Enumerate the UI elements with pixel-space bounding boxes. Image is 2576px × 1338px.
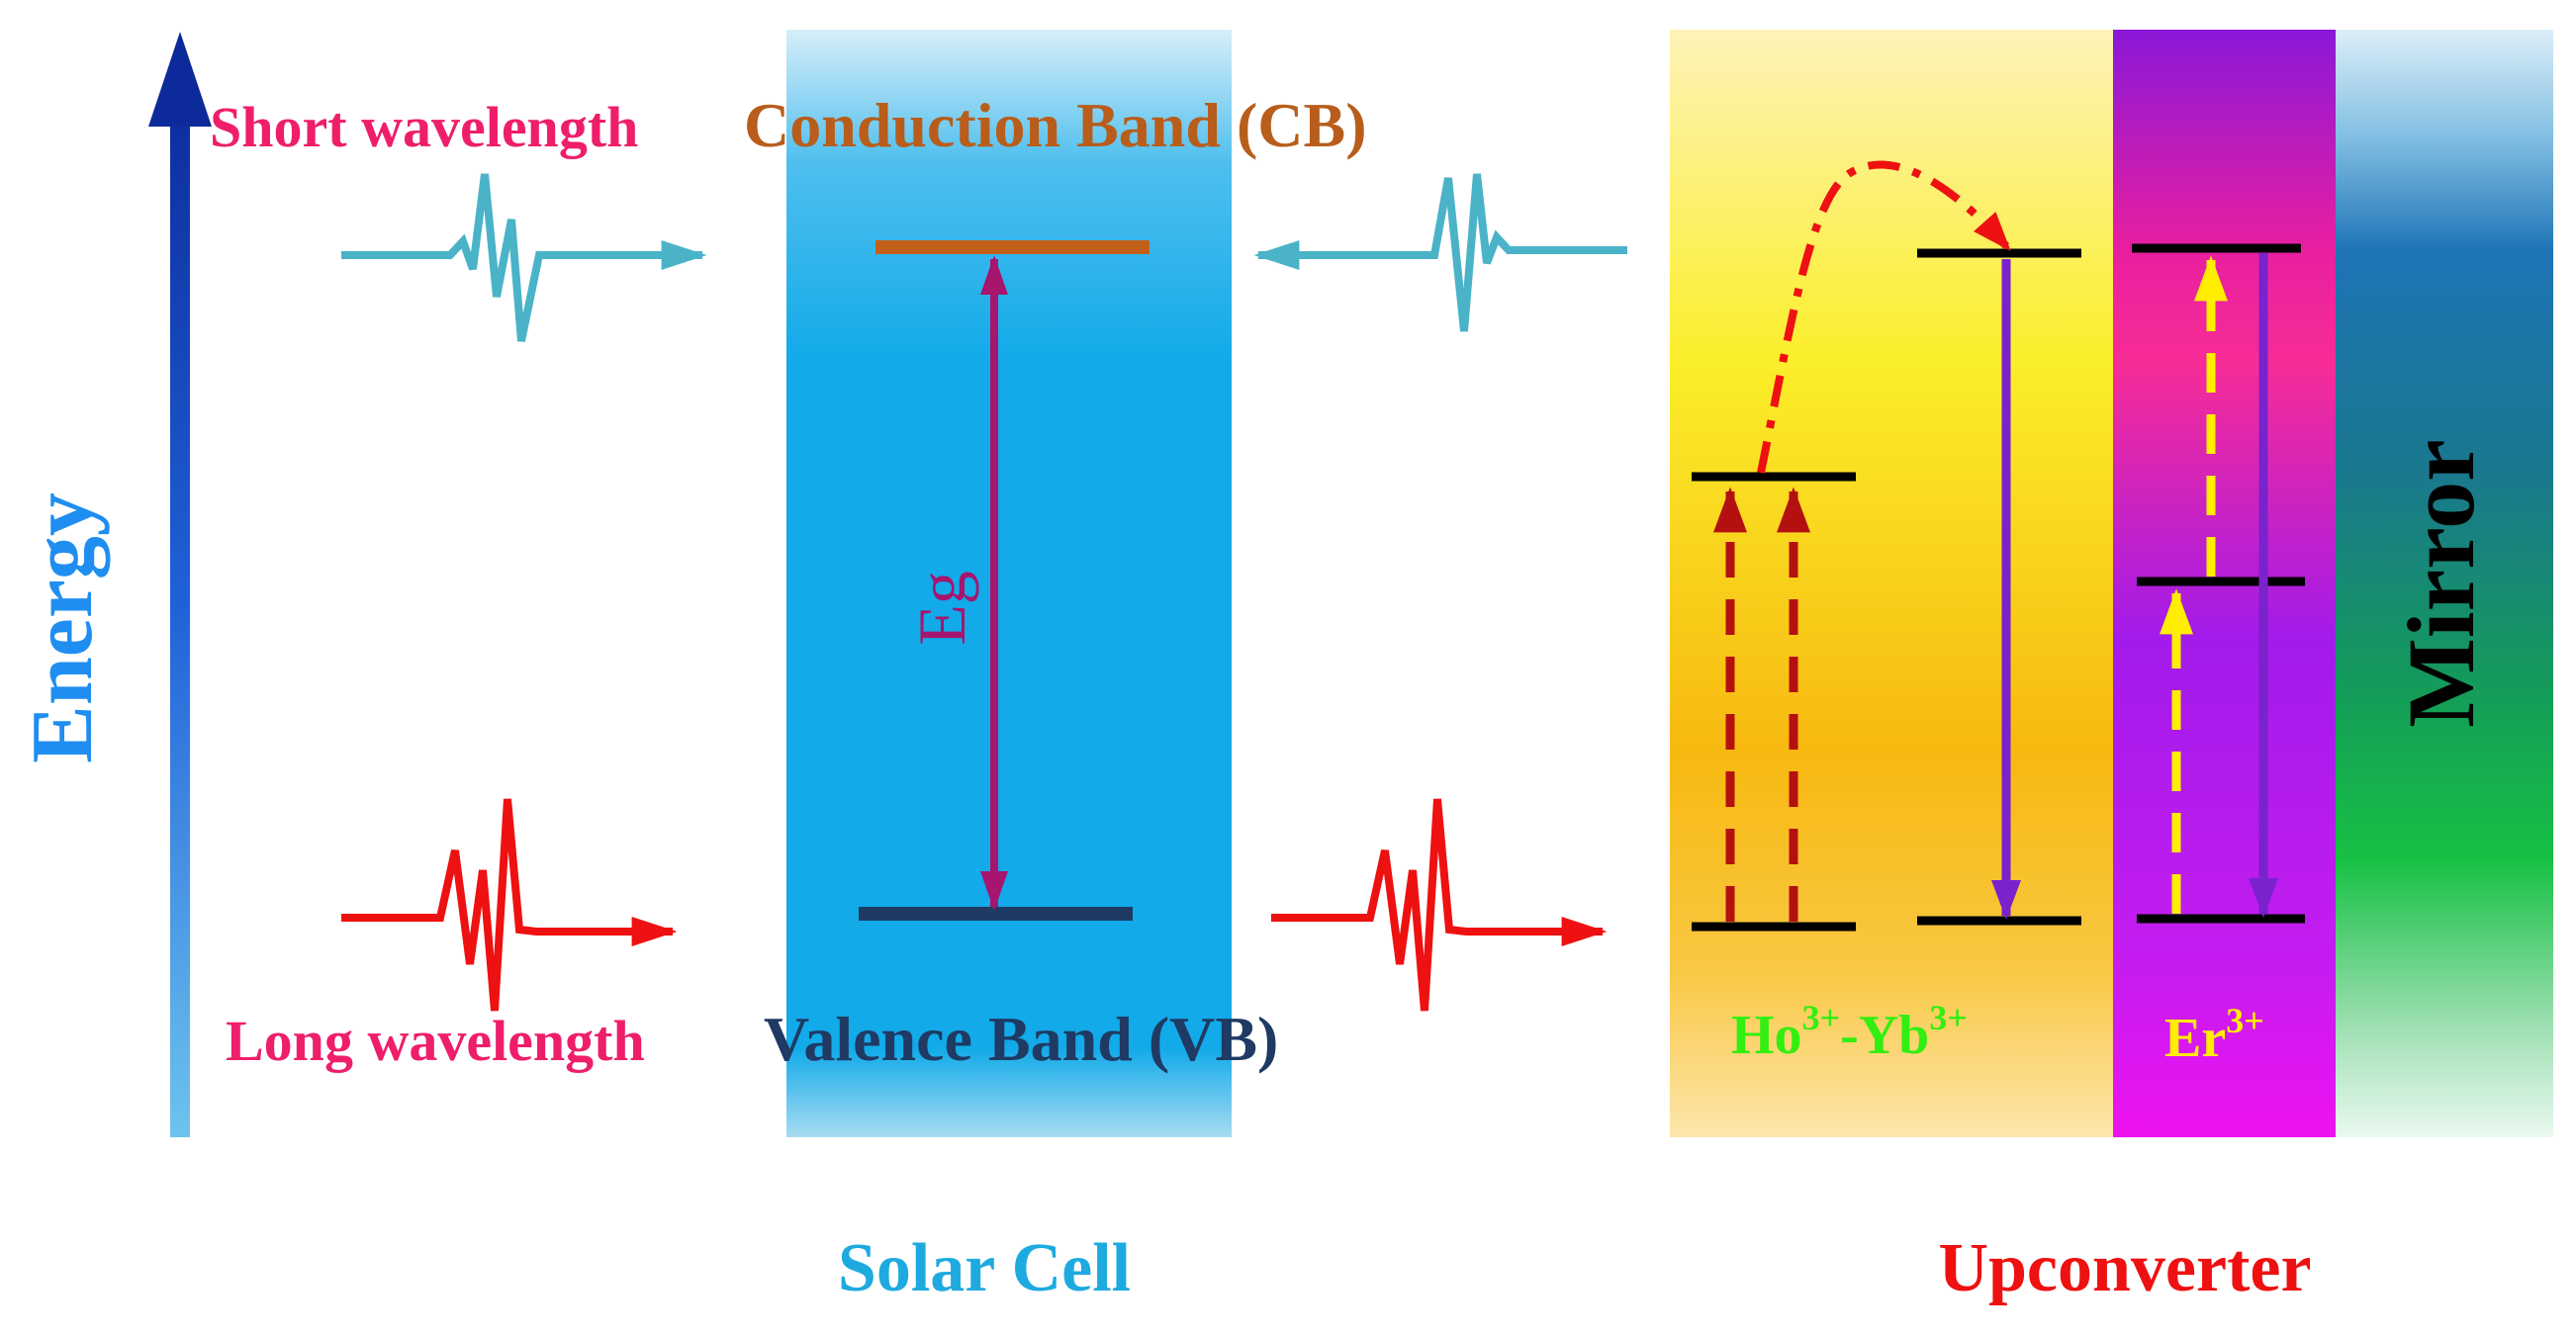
mirror-layer — [2336, 30, 2553, 1137]
short-wavelength-label: Short wavelength — [210, 95, 638, 159]
long-wavelength-label: Long wavelength — [226, 1009, 645, 1073]
conduction-band-label: Conduction Band (CB) — [744, 90, 1367, 160]
energy-axis-arrowhead — [148, 32, 212, 127]
eg-label: Eg — [904, 571, 979, 646]
upconverter-label: Upconverter — [1938, 1230, 2311, 1306]
ho-yb-label: Ho3+-Yb3+ — [1731, 998, 1968, 1066]
er-label: Er3+ — [2164, 1001, 2264, 1069]
solar-cell-label: Solar Cell — [838, 1230, 1131, 1306]
solar-cell-panel — [786, 30, 1232, 1137]
long-wavelength-wave-left — [341, 798, 678, 1012]
short-wavelength-wave-left — [341, 173, 707, 342]
mirror-label: Mirror — [2388, 439, 2494, 727]
energy-axis-label: Energy — [15, 492, 111, 763]
valence-band-label: Valence Band (VB) — [764, 1004, 1278, 1074]
energy-axis: Energy — [15, 32, 212, 1137]
long-wavelength-wave-right — [1271, 798, 1608, 1012]
ho-yb-layer — [1670, 30, 2113, 1137]
short-wavelength-wave-right — [1253, 173, 1627, 332]
energy-transfer-arrow — [1757, 160, 2011, 474]
